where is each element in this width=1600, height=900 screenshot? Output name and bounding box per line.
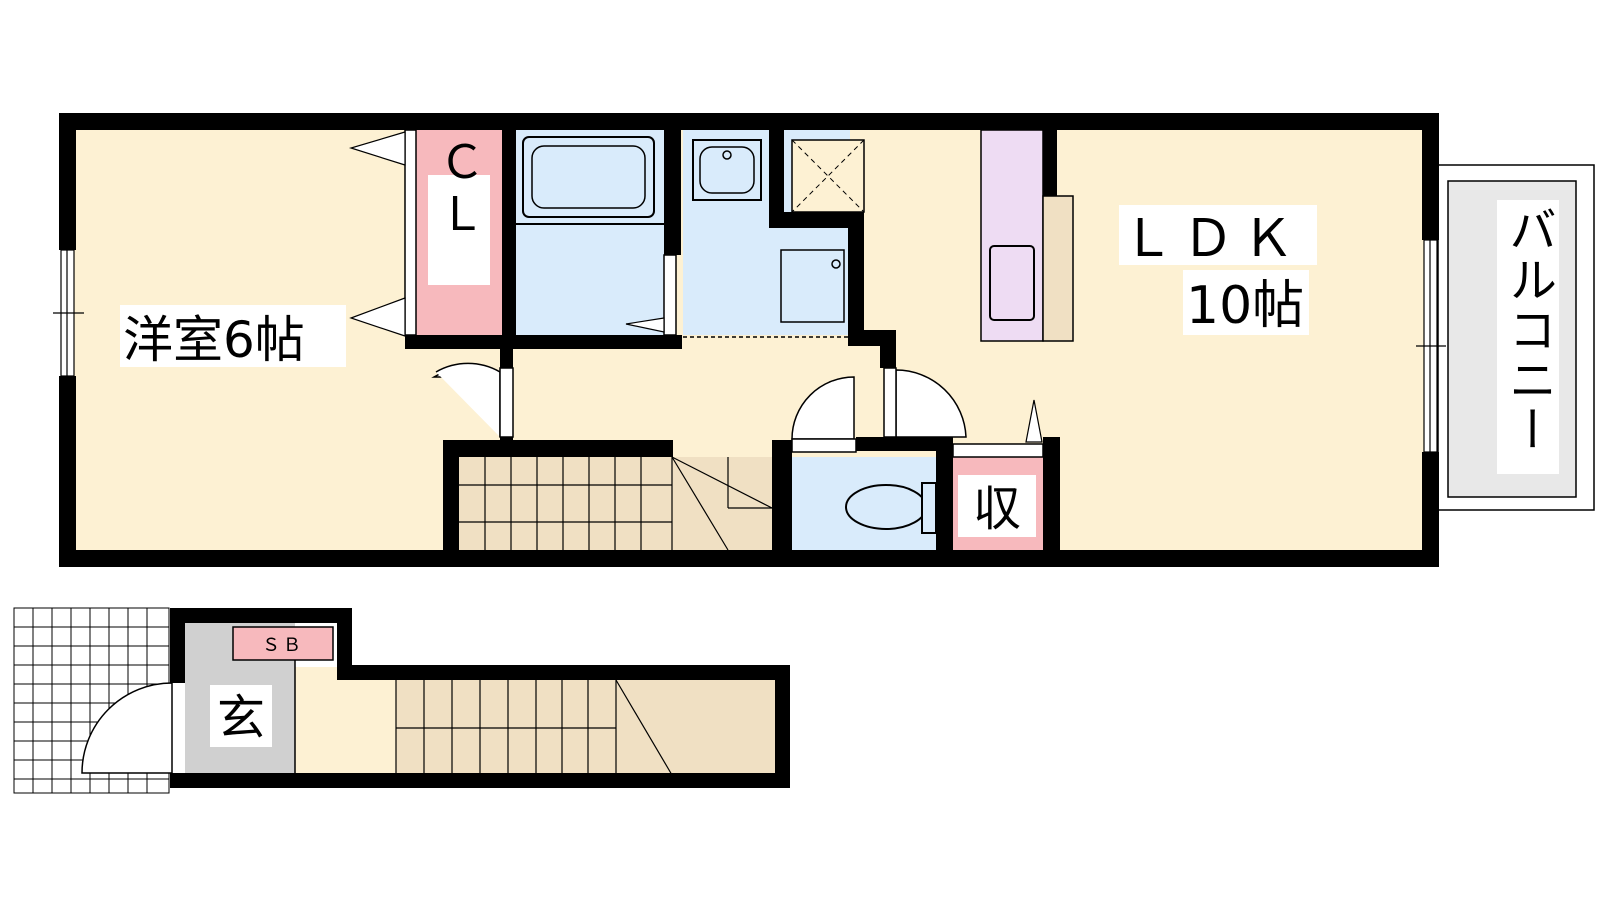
washing-machine-pan: [780, 249, 845, 323]
bathtub: [522, 136, 655, 218]
fridge-space: [791, 139, 865, 213]
ldk-size-label: 10帖: [1186, 276, 1304, 336]
closet-label: ＣＬ: [432, 138, 486, 242]
entrance-label: 玄: [217, 690, 265, 746]
entrance-door: [81, 682, 173, 774]
walls: [59, 113, 1439, 567]
lower-hall: [295, 667, 396, 775]
storage-label: 収: [973, 481, 1021, 537]
shoe-box-area: [232, 626, 334, 661]
windows: [53, 239, 1446, 453]
balcony: [1437, 164, 1595, 511]
lower-walls: [170, 608, 790, 788]
washbasin: [692, 139, 762, 201]
toilet: [845, 482, 937, 534]
kitchen-sink: [989, 245, 1035, 321]
closet-door-markers: [348, 131, 1043, 443]
ldk-label: ＬＤＫ: [1122, 209, 1302, 269]
upper-stairs: [459, 456, 773, 551]
balcony-label: バルコニー: [1500, 205, 1556, 455]
lower-stairs: [395, 679, 776, 776]
western-room-label: 洋室6帖: [123, 311, 305, 369]
shoe-box-label: ＳＢ: [262, 635, 304, 656]
